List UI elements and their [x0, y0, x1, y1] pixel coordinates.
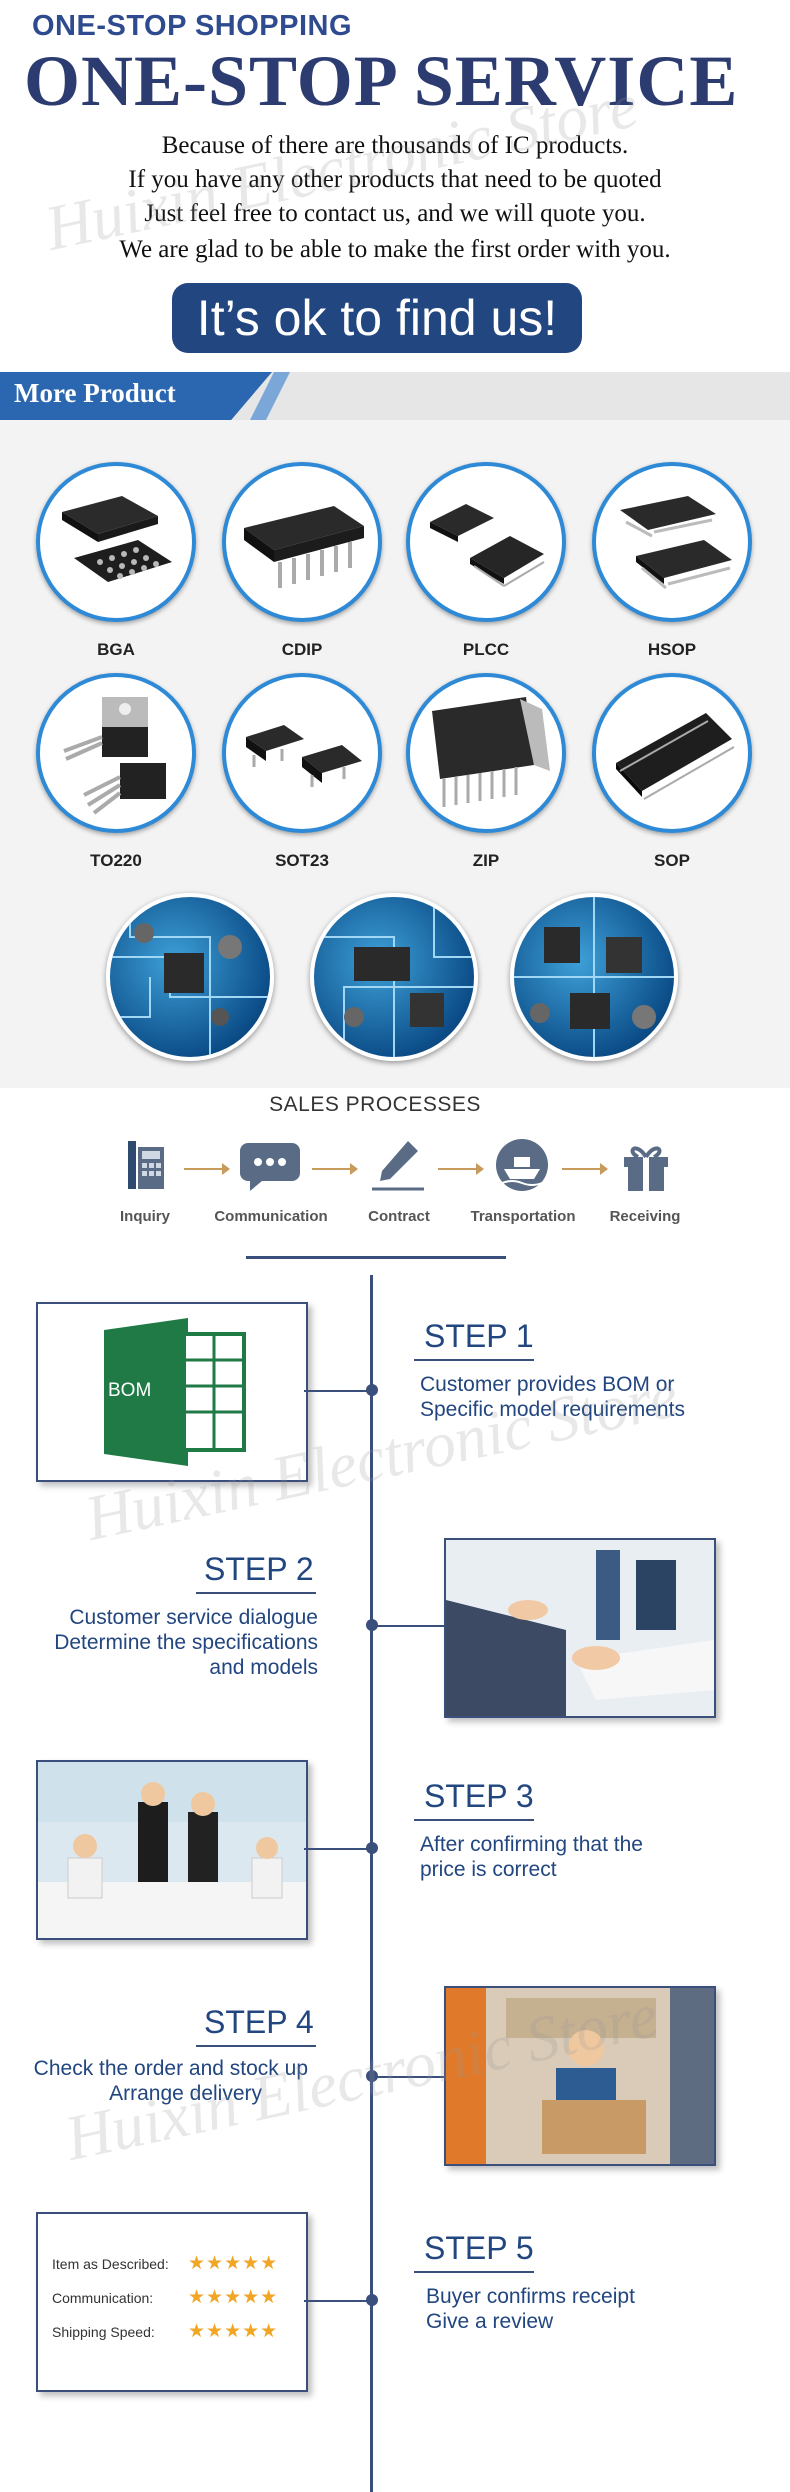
circuit-board-icon — [314, 897, 474, 1057]
bom-label: BOM — [108, 1380, 152, 1401]
sop-chip-image[interactable] — [592, 673, 752, 833]
bga-chip-image[interactable] — [36, 462, 196, 622]
process-label-inquiry: Inquiry — [119, 1208, 170, 1225]
timeline-line — [370, 1275, 373, 2492]
star-rating-icon: ★★★★★ — [188, 2253, 279, 2274]
chat-bubble-icon[interactable] — [238, 1137, 302, 1193]
sales-processes-title: SALES PROCESSES — [269, 1093, 481, 1116]
step-4-title: STEP 4 — [196, 2004, 316, 2047]
ship-icon[interactable] — [490, 1137, 554, 1193]
gift-icon[interactable] — [614, 1137, 678, 1193]
more-product-title: More Product — [14, 378, 176, 408]
hsop-chip-icon — [620, 496, 732, 590]
package-label-plcc: PLCC — [462, 640, 510, 659]
step-1-title: STEP 1 — [414, 1318, 534, 1361]
review-row-label: Shipping Speed: — [52, 2324, 155, 2340]
intro-line-2: If you have any other products that need… — [128, 166, 662, 193]
more-product-tab — [0, 372, 272, 420]
section-divider — [246, 1256, 506, 1259]
pcb-photo-2 — [310, 893, 478, 1061]
arrow-icon — [184, 1163, 230, 1175]
package-label-sot23: SOT23 — [275, 851, 329, 870]
pen-icon[interactable] — [366, 1137, 430, 1193]
hsop-chip-image[interactable] — [592, 462, 752, 622]
business-people-photo — [38, 1762, 306, 1938]
to220-chip-image[interactable] — [36, 673, 196, 833]
step-2-title: STEP 2 — [196, 1551, 316, 1594]
process-label-transportation: Transportation — [470, 1208, 576, 1225]
circuit-board-icon — [110, 897, 270, 1057]
plcc-chip-image[interactable] — [406, 462, 566, 622]
process-label-receiving: Receiving — [609, 1208, 681, 1225]
timeline-dot — [366, 2294, 378, 2306]
process-label-contract: Contract — [368, 1208, 430, 1225]
bga-chip-icon — [62, 496, 172, 582]
review-row-label: Item as Described: — [52, 2256, 169, 2272]
spreadsheet-icon — [104, 1318, 246, 1466]
meeting-photo-frame — [36, 1760, 308, 1940]
review-row-label: Communication: — [52, 2290, 154, 2306]
process-label-communication: Communication — [214, 1208, 328, 1225]
connector — [304, 1390, 372, 1392]
star-rating-icon: ★★★★★ — [188, 2321, 279, 2342]
timeline-dot — [366, 1619, 378, 1631]
plcc-chip-icon — [430, 504, 545, 587]
keyboard-photo — [446, 1540, 714, 1716]
warehouse-photo-frame — [444, 1986, 716, 2166]
zip-chip-image[interactable] — [406, 673, 566, 833]
timeline-dot — [366, 1842, 378, 1854]
find-us-button[interactable]: It’s ok to find us! — [172, 283, 582, 353]
cdip-chip-icon — [244, 506, 364, 588]
sot23-chip-image[interactable] — [222, 673, 382, 833]
timeline-dot — [366, 1384, 378, 1396]
pcb-photo-3 — [510, 893, 678, 1061]
connector — [304, 1848, 372, 1850]
arrow-icon — [438, 1163, 484, 1175]
intro-line-1: Because of there are thousands of IC pro… — [161, 132, 629, 159]
step-3-title: STEP 3 — [414, 1778, 534, 1821]
typing-photo-frame — [444, 1538, 716, 1718]
intro-line-3: Just feel free to contact us, and we wil… — [144, 200, 646, 227]
package-label-cdip: CDIP — [281, 640, 323, 659]
package-label-hsop: HSOP — [647, 640, 697, 659]
package-label-to220: TO220 — [90, 851, 142, 870]
arrow-icon — [312, 1163, 358, 1175]
package-label-bga: BGA — [97, 640, 135, 659]
to220-chip-icon — [63, 697, 166, 815]
headline: ONE-STOP SERVICE — [24, 41, 739, 121]
step-5-title: STEP 5 — [414, 2230, 534, 2273]
star-rating-icon: ★★★★★ — [188, 2287, 279, 2308]
connector — [304, 2300, 372, 2302]
package-label-sop: SOP — [654, 851, 690, 870]
kicker-title: ONE-STOP SHOPPING — [32, 10, 353, 42]
connector — [372, 2076, 444, 2078]
delivery-worker-photo — [446, 1988, 714, 2164]
timeline-dot — [366, 2070, 378, 2082]
telephone-icon[interactable] — [112, 1137, 176, 1193]
arrow-icon — [562, 1163, 608, 1175]
package-label-zip: ZIP — [472, 851, 500, 870]
pcb-photo-1 — [106, 893, 274, 1061]
circuit-board-icon — [514, 897, 674, 1057]
zip-chip-icon — [432, 697, 550, 807]
review-frame: Item as Described: ★★★★★ Communication: … — [36, 2212, 308, 2392]
cdip-chip-image[interactable] — [222, 462, 382, 622]
sot23-chip-icon — [246, 725, 362, 787]
sop-chip-icon — [616, 713, 735, 800]
connector — [372, 1625, 444, 1627]
bom-frame: BOM — [36, 1302, 308, 1482]
intro-line-4: We are glad to be able to make the first… — [119, 236, 671, 263]
